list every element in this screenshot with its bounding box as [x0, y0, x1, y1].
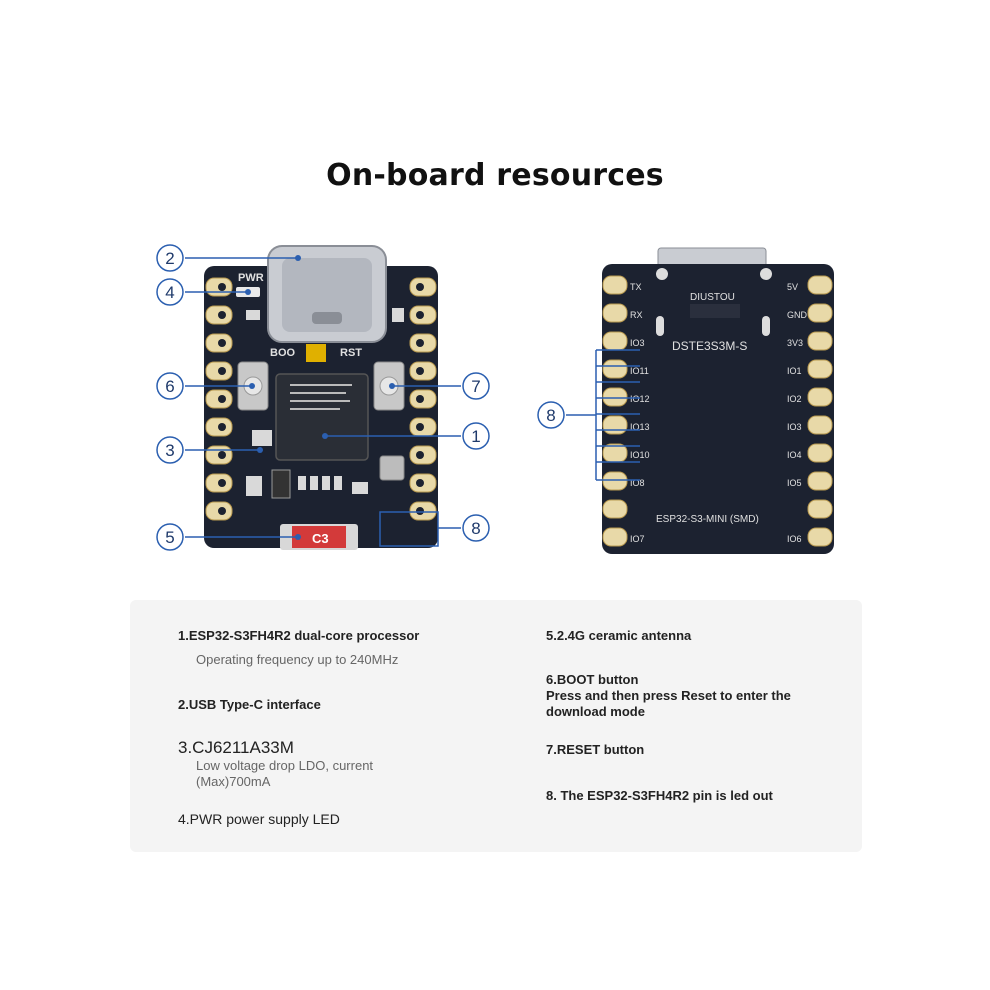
- board-illustrations: PWR BOO RST C3: [156, 244, 834, 554]
- back-right-pin-label: IO2: [787, 394, 802, 404]
- resource-item-2: 2.USB Type-C interface: [178, 697, 321, 712]
- back-module: ESP32-S3-MINI (SMD): [656, 514, 759, 525]
- svg-text:8: 8: [546, 406, 555, 425]
- back-left-pin-label: IO11: [630, 366, 649, 376]
- pwr-silk-label: PWR: [238, 272, 264, 284]
- resource-item-3: 3.CJ6211A33M Low voltage drop LDO, curre…: [178, 738, 408, 790]
- svg-text:2: 2: [165, 249, 174, 268]
- back-model: DSTE3S3M-S: [672, 339, 747, 353]
- back-left-pin-label: TX: [630, 282, 642, 292]
- resource-item-1: 1.ESP32-S3FH4R2 dual-core processor Oper…: [178, 628, 419, 668]
- rst-silk-label: RST: [340, 347, 362, 359]
- resource-item-1-detail: Operating frequency up to 240MHz: [196, 652, 399, 667]
- ldo-chip: [252, 430, 272, 446]
- marker-8-back: 8: [537, 401, 565, 429]
- resource-item-5: 5.2.4G ceramic antenna: [546, 628, 692, 643]
- resource-item-8: 8. The ESP32-S3FH4R2 pin is led out: [546, 788, 773, 803]
- back-left-pin-label: RX: [630, 310, 643, 320]
- back-right-pin-label: IO6: [787, 534, 802, 544]
- front-board: PWR BOO RST C3: [204, 245, 439, 550]
- esp32-chip: [275, 373, 369, 461]
- back-right-pin-label: GND: [787, 310, 808, 320]
- back-brand: DIUSTOU: [690, 292, 735, 303]
- marker-3: 3: [156, 436, 184, 464]
- front-leader-lines: [185, 257, 461, 538]
- back-left-pin-label: IO12: [630, 394, 650, 404]
- back-right-pin-label: IO1: [787, 366, 802, 376]
- marker-2: 2: [156, 244, 184, 272]
- marker-1: 1: [462, 422, 490, 450]
- back-left-pins: [602, 275, 628, 547]
- resource-item-4: 4.PWR power supply LED: [178, 811, 340, 827]
- back-right-pin-label: IO5: [787, 478, 802, 488]
- resource-item-1-title: 1.ESP32-S3FH4R2 dual-core processor: [178, 628, 420, 643]
- svg-text:4: 4: [165, 283, 174, 302]
- page-title: On-board resources: [326, 158, 664, 193]
- resource-item-6-title: 6.BOOT button: [546, 672, 639, 687]
- back-right-pin-label: 5V: [787, 282, 798, 292]
- back-left-pin-label: IO3: [630, 338, 645, 348]
- marker-6: 6: [156, 372, 184, 400]
- back-right-pin-label: IO3: [787, 422, 802, 432]
- svg-text:6: 6: [165, 377, 174, 396]
- resource-item-6: 6.BOOT button Press and then press Reset…: [546, 672, 816, 720]
- svg-text:8: 8: [471, 519, 480, 538]
- resource-item-6-detail: Press and then press Reset to enter the …: [546, 688, 791, 719]
- back-left-pin-label: IO8: [630, 478, 645, 488]
- marker-7: 7: [462, 372, 490, 400]
- resource-item-7: 7.RESET button: [546, 742, 645, 757]
- marker-4: 4: [156, 278, 184, 306]
- c3-label: C3: [312, 531, 329, 546]
- resources-panel: 1.ESP32-S3FH4R2 dual-core processor Oper…: [130, 600, 862, 852]
- marker-8-front: 8: [462, 514, 490, 542]
- back-left-pin-label: IO13: [630, 422, 650, 432]
- back-left-pin-label: IO7: [630, 534, 645, 544]
- back-left-pin-label: IO10: [630, 450, 650, 460]
- marker-5: 5: [156, 523, 184, 551]
- resource-item-3-title: 3.CJ6211A33M: [178, 738, 294, 757]
- back-right-pin-label: 3V3: [787, 338, 803, 348]
- svg-text:3: 3: [165, 441, 174, 460]
- back-right-pin-label: IO4: [787, 450, 802, 460]
- back-board: DIUSTOU DSTE3S3M-S ESP32-S3-MINI (SMD) T…: [566, 247, 834, 554]
- boot-silk-label: BOO: [270, 347, 296, 359]
- resource-item-3-detail: Low voltage drop LDO, current (Max)700mA: [196, 758, 374, 789]
- back-right-pins: [807, 275, 833, 547]
- svg-text:5: 5: [165, 528, 174, 547]
- svg-text:1: 1: [471, 427, 480, 446]
- svg-text:7: 7: [471, 377, 480, 396]
